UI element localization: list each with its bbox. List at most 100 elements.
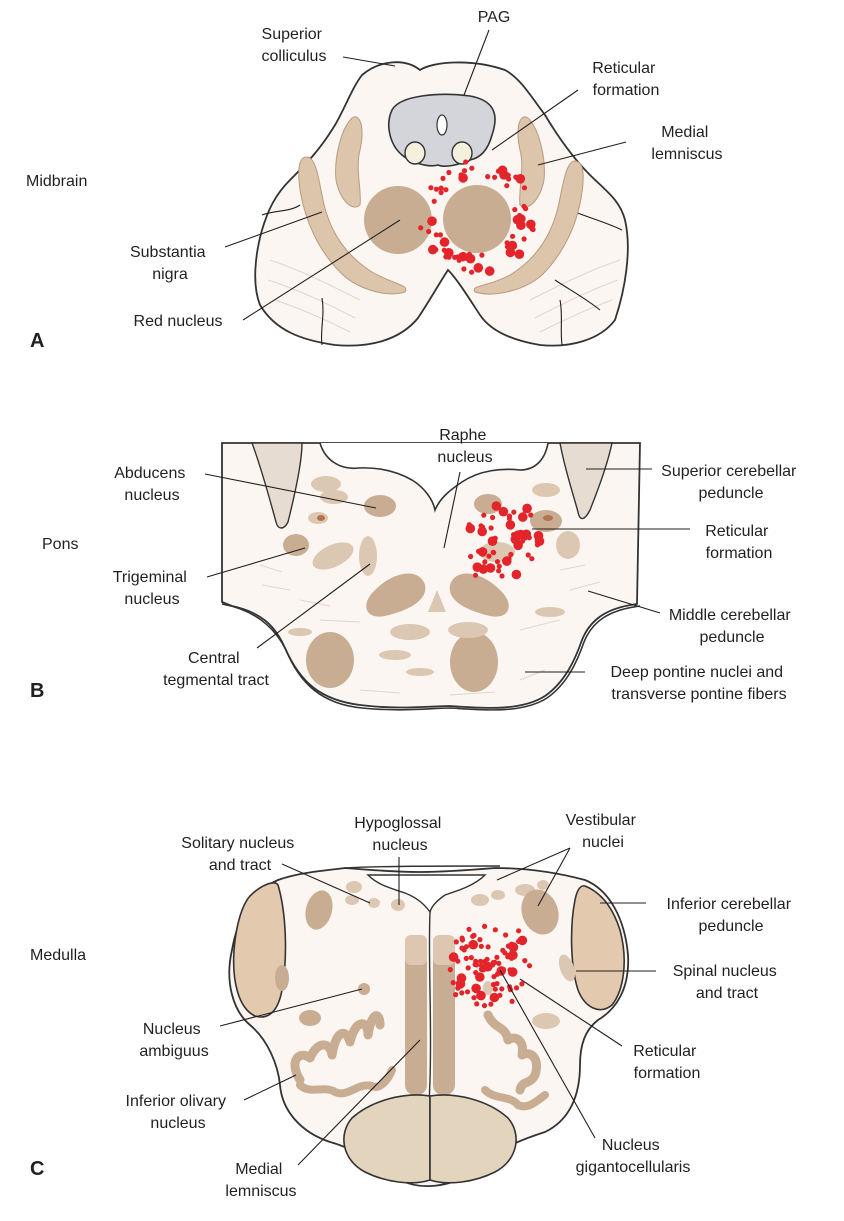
reticular-dot bbox=[459, 945, 465, 951]
medullary-nuclei-shapes bbox=[275, 880, 576, 1029]
label-hypoglossal-nucleus: Hypoglossal nucleus bbox=[354, 815, 446, 854]
superior-cerebellar-peduncle-left bbox=[250, 442, 303, 529]
reticular-dot bbox=[428, 185, 434, 191]
reticular-dot bbox=[491, 501, 502, 511]
reticular-dot bbox=[490, 514, 496, 521]
label-vestibular-nuclei: Vestibular nuclei bbox=[566, 812, 641, 851]
reticular-dot bbox=[512, 207, 518, 213]
reticular-dot bbox=[519, 981, 525, 987]
inferior-cerebellar-peduncle-right bbox=[570, 885, 625, 1011]
reticular-dot bbox=[473, 970, 479, 976]
label-solitary-nucleus: Solitary nucleus and tract bbox=[181, 835, 298, 874]
solitary-nucleus-left bbox=[368, 898, 380, 908]
label-spinal-nucleus: Spinal nucleus and tract bbox=[673, 963, 782, 1002]
sulcus-line bbox=[261, 204, 301, 216]
reticular-dot bbox=[463, 944, 469, 950]
reticular-dot bbox=[530, 221, 536, 227]
reticular-dot bbox=[494, 971, 501, 977]
label-trigeminal-nucleus: Trigeminal nucleus bbox=[113, 569, 192, 608]
reticular-dot bbox=[526, 963, 533, 969]
panel-b-pons: Pons B Raphe nucleus Abducens nucleus Su… bbox=[30, 427, 801, 711]
red-nucleus-right bbox=[443, 185, 511, 253]
region-label-midbrain: Midbrain bbox=[26, 173, 87, 190]
reticular-dot bbox=[465, 965, 471, 971]
reticular-dot bbox=[433, 232, 439, 238]
reticular-dot bbox=[466, 522, 472, 528]
reticular-dot bbox=[492, 927, 498, 933]
reticular-dot bbox=[513, 530, 524, 540]
reticular-dot bbox=[468, 939, 479, 950]
label-reticular-formation-pons: Reticular formation bbox=[705, 523, 773, 562]
reticular-dot bbox=[471, 983, 481, 994]
reticular-dot bbox=[504, 183, 510, 189]
reticular-dot bbox=[522, 535, 528, 541]
reticular-dot bbox=[499, 573, 505, 579]
reticular-dot bbox=[458, 172, 464, 178]
reticular-dot bbox=[506, 513, 513, 519]
reticular-dot bbox=[503, 932, 509, 938]
reticular-dot bbox=[508, 551, 514, 558]
reticular-dot bbox=[469, 269, 475, 275]
reticular-dot bbox=[536, 531, 542, 537]
reticular-dot bbox=[482, 965, 488, 971]
reticular-dot bbox=[437, 232, 443, 238]
reticular-dot bbox=[438, 185, 444, 191]
reticular-dot bbox=[444, 248, 454, 258]
reticular-dot bbox=[474, 1001, 480, 1007]
reticular-dot bbox=[497, 992, 503, 998]
reticular-dot bbox=[443, 187, 449, 193]
reticular-dot bbox=[525, 552, 531, 558]
reticular-dot bbox=[470, 933, 476, 939]
label-reticular-formation-medulla: Reticular formation bbox=[633, 1043, 701, 1082]
label-red-nucleus: Red nucleus bbox=[134, 313, 223, 330]
reticular-dot bbox=[466, 926, 472, 932]
reticular-dot bbox=[440, 175, 446, 181]
inferior-olivary-nucleus-left bbox=[290, 1011, 385, 1085]
reticular-dot bbox=[454, 254, 461, 260]
panel-c-medulla: Medulla C Solitary nucleus and tract Hyp… bbox=[30, 812, 796, 1200]
reticular-dot bbox=[474, 962, 480, 968]
label-abducens-nucleus: Abducens nucleus bbox=[114, 465, 190, 504]
reticular-dot bbox=[498, 506, 509, 517]
cerebral-peduncle-fibers bbox=[267, 259, 621, 333]
reticular-dot bbox=[461, 168, 468, 174]
reticular-dot bbox=[426, 228, 432, 235]
reticular-dot bbox=[439, 237, 450, 247]
panel-letter-c: C bbox=[30, 1158, 44, 1180]
reticular-dot bbox=[472, 572, 479, 578]
hypoglossal-nucleus-left bbox=[391, 899, 405, 911]
label-raphe-nucleus: Raphe nucleus bbox=[437, 427, 492, 466]
reticular-dot bbox=[433, 186, 439, 192]
reticular-dot bbox=[488, 525, 494, 531]
reticular-dot bbox=[464, 989, 471, 995]
pons-basilar-edge bbox=[221, 603, 641, 711]
reticular-dot bbox=[505, 520, 516, 530]
label-middle-cerebellar-peduncle: Middle cerebellar peduncle bbox=[669, 607, 795, 646]
substantia-nigra-left bbox=[298, 156, 407, 295]
label-inferior-cerebellar-peduncle: Inferior cerebellar peduncle bbox=[667, 896, 796, 935]
label-nucleus-gigantocellularis: Nucleus gigantocellularis bbox=[576, 1137, 691, 1176]
label-superior-cerebellar-peduncle: Superior cerebellar peduncle bbox=[661, 463, 801, 502]
reticular-dot bbox=[494, 559, 501, 565]
reticular-dot bbox=[494, 981, 500, 987]
reticular-dot bbox=[469, 165, 475, 171]
label-pag: PAG bbox=[478, 9, 511, 26]
reticular-dot bbox=[529, 556, 535, 562]
reticular-dot bbox=[455, 958, 461, 964]
reticular-dot bbox=[516, 928, 522, 934]
reticular-dot bbox=[485, 563, 496, 573]
oculomotor-nucleus-right bbox=[451, 141, 473, 165]
reticular-dot bbox=[478, 564, 489, 574]
reticular-dot bbox=[433, 247, 439, 253]
label-inferior-olivary-nucleus: Inferior olivary nucleus bbox=[126, 1093, 231, 1132]
central-tegmental-tract-left bbox=[359, 536, 377, 576]
reticular-dot bbox=[447, 967, 453, 973]
reticular-dot bbox=[528, 512, 534, 518]
label-central-tegmental-tract: Central tegmental tract bbox=[163, 650, 269, 689]
oculomotor-nucleus-left bbox=[404, 141, 426, 165]
reticular-dot bbox=[477, 547, 488, 557]
reticular-dot bbox=[517, 250, 523, 256]
reticular-dot bbox=[453, 992, 459, 998]
label-medial-lemniscus-medulla: Medial lemniscus bbox=[225, 1161, 296, 1200]
